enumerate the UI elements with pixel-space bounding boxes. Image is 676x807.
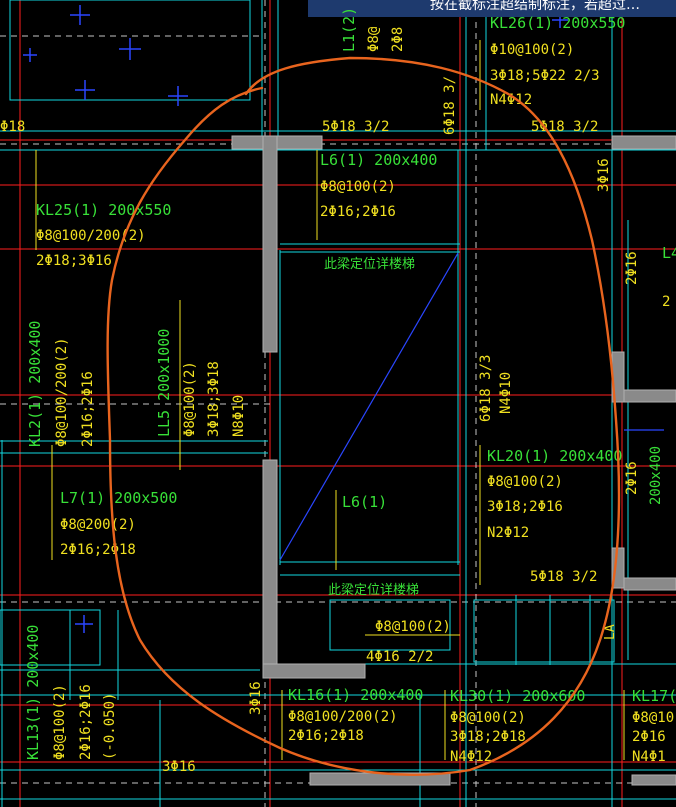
label-rebar-4-16: 4Φ16 2/2 — [366, 649, 433, 665]
stair-diagonal — [279, 252, 664, 561]
label-l7-title: L7(1) 200x500 — [60, 489, 177, 507]
grid-cross-marks — [23, 5, 568, 633]
label-l6-stirrup: Φ8@100(2) — [320, 179, 396, 195]
label-kl25-title: KL25(1) 200x550 — [36, 201, 171, 219]
label-kl30-rebar: 3Φ18;2Φ18 — [450, 729, 526, 745]
label-la-mark: LA — [603, 624, 618, 640]
label-kl2-title: KL2(1) 200x400 — [26, 321, 44, 447]
label-kl16-rebar: 2Φ16;2Φ18 — [288, 728, 364, 744]
label-l7-stirrup: Φ8@200(2) — [60, 517, 136, 533]
rebar-annotations: Φ18 L1(2) Φ8@ 2Φ8 KL26(1) 200x550 Φ10@10… — [0, 7, 676, 775]
label-right-2-16-a: 2Φ16 — [624, 251, 640, 285]
label-rebar-3-16-bottom: 3Φ16 — [162, 759, 196, 775]
label-kl17-title: KL17( — [632, 687, 676, 705]
label-kl17-waist: N4Φ1 — [632, 749, 666, 765]
label-l1: L1(2) — [340, 7, 358, 52]
label-rebar-3-16-left: 3Φ16 — [248, 681, 264, 715]
label-kl2-stirrup: Φ8@100/200(2) — [54, 337, 70, 447]
label-kl13-stirrup: Φ8@100(2) — [52, 684, 68, 760]
label-kl13-level: (-0.050) — [102, 693, 118, 760]
label-rebar-6-18-top: 6Φ18 3/ — [442, 76, 458, 135]
label-l7-rebar: 2Φ16;2Φ18 — [60, 542, 136, 558]
label-kl20-title: KL20(1) 200x400 — [487, 447, 622, 465]
label-kl30-stirrup: Φ8@100(2) — [450, 710, 526, 726]
label-kl26-rebar: 3Φ18;5Φ22 2/3 — [490, 68, 600, 84]
label-rebar-5-18-a: 5Φ18 3/2 — [322, 119, 389, 135]
label-kl25-rebar: 2Φ18;3Φ16 — [36, 253, 112, 269]
label-l1-bottom: 2Φ8 — [390, 27, 406, 52]
label-kl20-stirrup: Φ8@100(2) — [487, 474, 563, 490]
label-stirrup-8-100: Φ8@100(2) — [375, 619, 451, 635]
label-rebar-3-16-right: 3Φ16 — [596, 158, 612, 192]
top-banner: 按在截标注超结制标注，若超过… — [308, 0, 676, 17]
label-kl30-waist: N4Φ12 — [450, 749, 492, 765]
label-kl26-title: KL26(1) 200x550 — [490, 14, 625, 32]
label-top-left-rebar: Φ18 — [0, 119, 25, 135]
leader-lines — [35, 40, 625, 760]
label-l6-tag: L6(1) — [342, 493, 387, 511]
label-kl16-stirrup: Φ8@100/200(2) — [288, 709, 398, 725]
label-rebar-n4-10: N4Φ10 — [498, 372, 514, 414]
label-kl17-rebar: 2Φ16 — [632, 729, 666, 745]
label-ll5-waist: N8Φ10 — [231, 395, 247, 437]
label-right-2-16-b: 2Φ16 — [624, 461, 640, 495]
label-kl20-waist: N2Φ12 — [487, 525, 529, 541]
label-stair-note-1: 此梁定位详楼梯 — [324, 257, 415, 272]
label-rebar-6-18-mid: 6Φ18 3/3 — [478, 355, 494, 422]
label-kl30-title: KL30(1) 200x600 — [450, 687, 585, 705]
label-kl25-stirrup: Φ8@100/200(2) — [36, 228, 146, 244]
label-kl16-title: KL16(1) 200x400 — [288, 686, 423, 704]
label-ll5-title: LL5 200x1000 — [155, 329, 173, 437]
label-kl13-title: KL13(1) 200x400 — [24, 625, 42, 760]
label-kl26-stirrup: Φ10@100(2) — [490, 42, 574, 58]
label-kl2-rebar: 2Φ16;2Φ16 — [80, 371, 96, 447]
label-l1-stirrup: Φ8@ — [366, 26, 382, 52]
shear-walls — [231, 135, 676, 786]
banner-text: 按在截标注超结制标注，若超过… — [430, 0, 640, 13]
label-stair-note-2: 此梁定位详楼梯 — [328, 583, 419, 598]
label-ll5-rebar: 3Φ18;3Φ18 — [206, 361, 222, 437]
markup-circle — [106, 56, 621, 776]
label-kl20-rebar: 3Φ18;2Φ16 — [487, 499, 563, 515]
label-right-2: 2 — [662, 294, 670, 310]
label-l6-rebar: 2Φ16;2Φ16 — [320, 204, 396, 220]
label-l6-title: L6(1) 200x400 — [320, 151, 437, 169]
label-kl17-stirrup: Φ8@10 — [632, 710, 674, 726]
label-right-200x400: 200x400 — [648, 446, 664, 505]
label-rebar-5-18-c: 5Φ18 3/2 — [530, 569, 597, 585]
label-right-l4: L4 — [662, 244, 676, 262]
label-kl13-rebar: 2Φ16;2Φ16 — [78, 684, 94, 760]
label-ll5-stirrup: Φ8@100(2) — [182, 361, 198, 437]
